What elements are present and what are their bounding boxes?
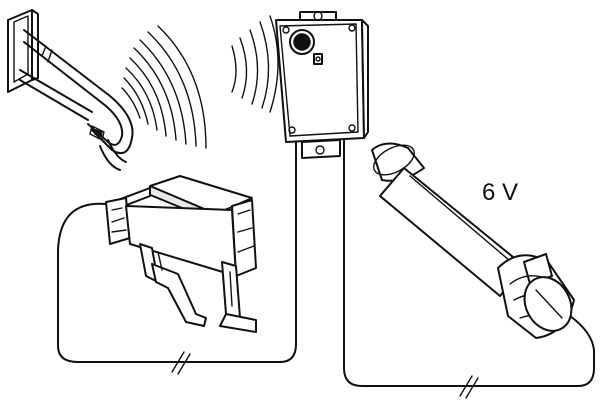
battery-voltage-label: 6 V xyxy=(482,179,518,206)
cable-valve-to-control xyxy=(57,149,297,375)
grab-bar-assembly xyxy=(7,9,134,171)
control-unit xyxy=(275,11,369,159)
flush-valve-module xyxy=(105,175,257,333)
wall-mount-plate xyxy=(7,9,39,93)
grab-bar xyxy=(19,29,134,171)
cable-control-to-battery xyxy=(343,149,595,399)
radio-signal-waves xyxy=(121,15,279,149)
battery-pack xyxy=(371,142,575,339)
